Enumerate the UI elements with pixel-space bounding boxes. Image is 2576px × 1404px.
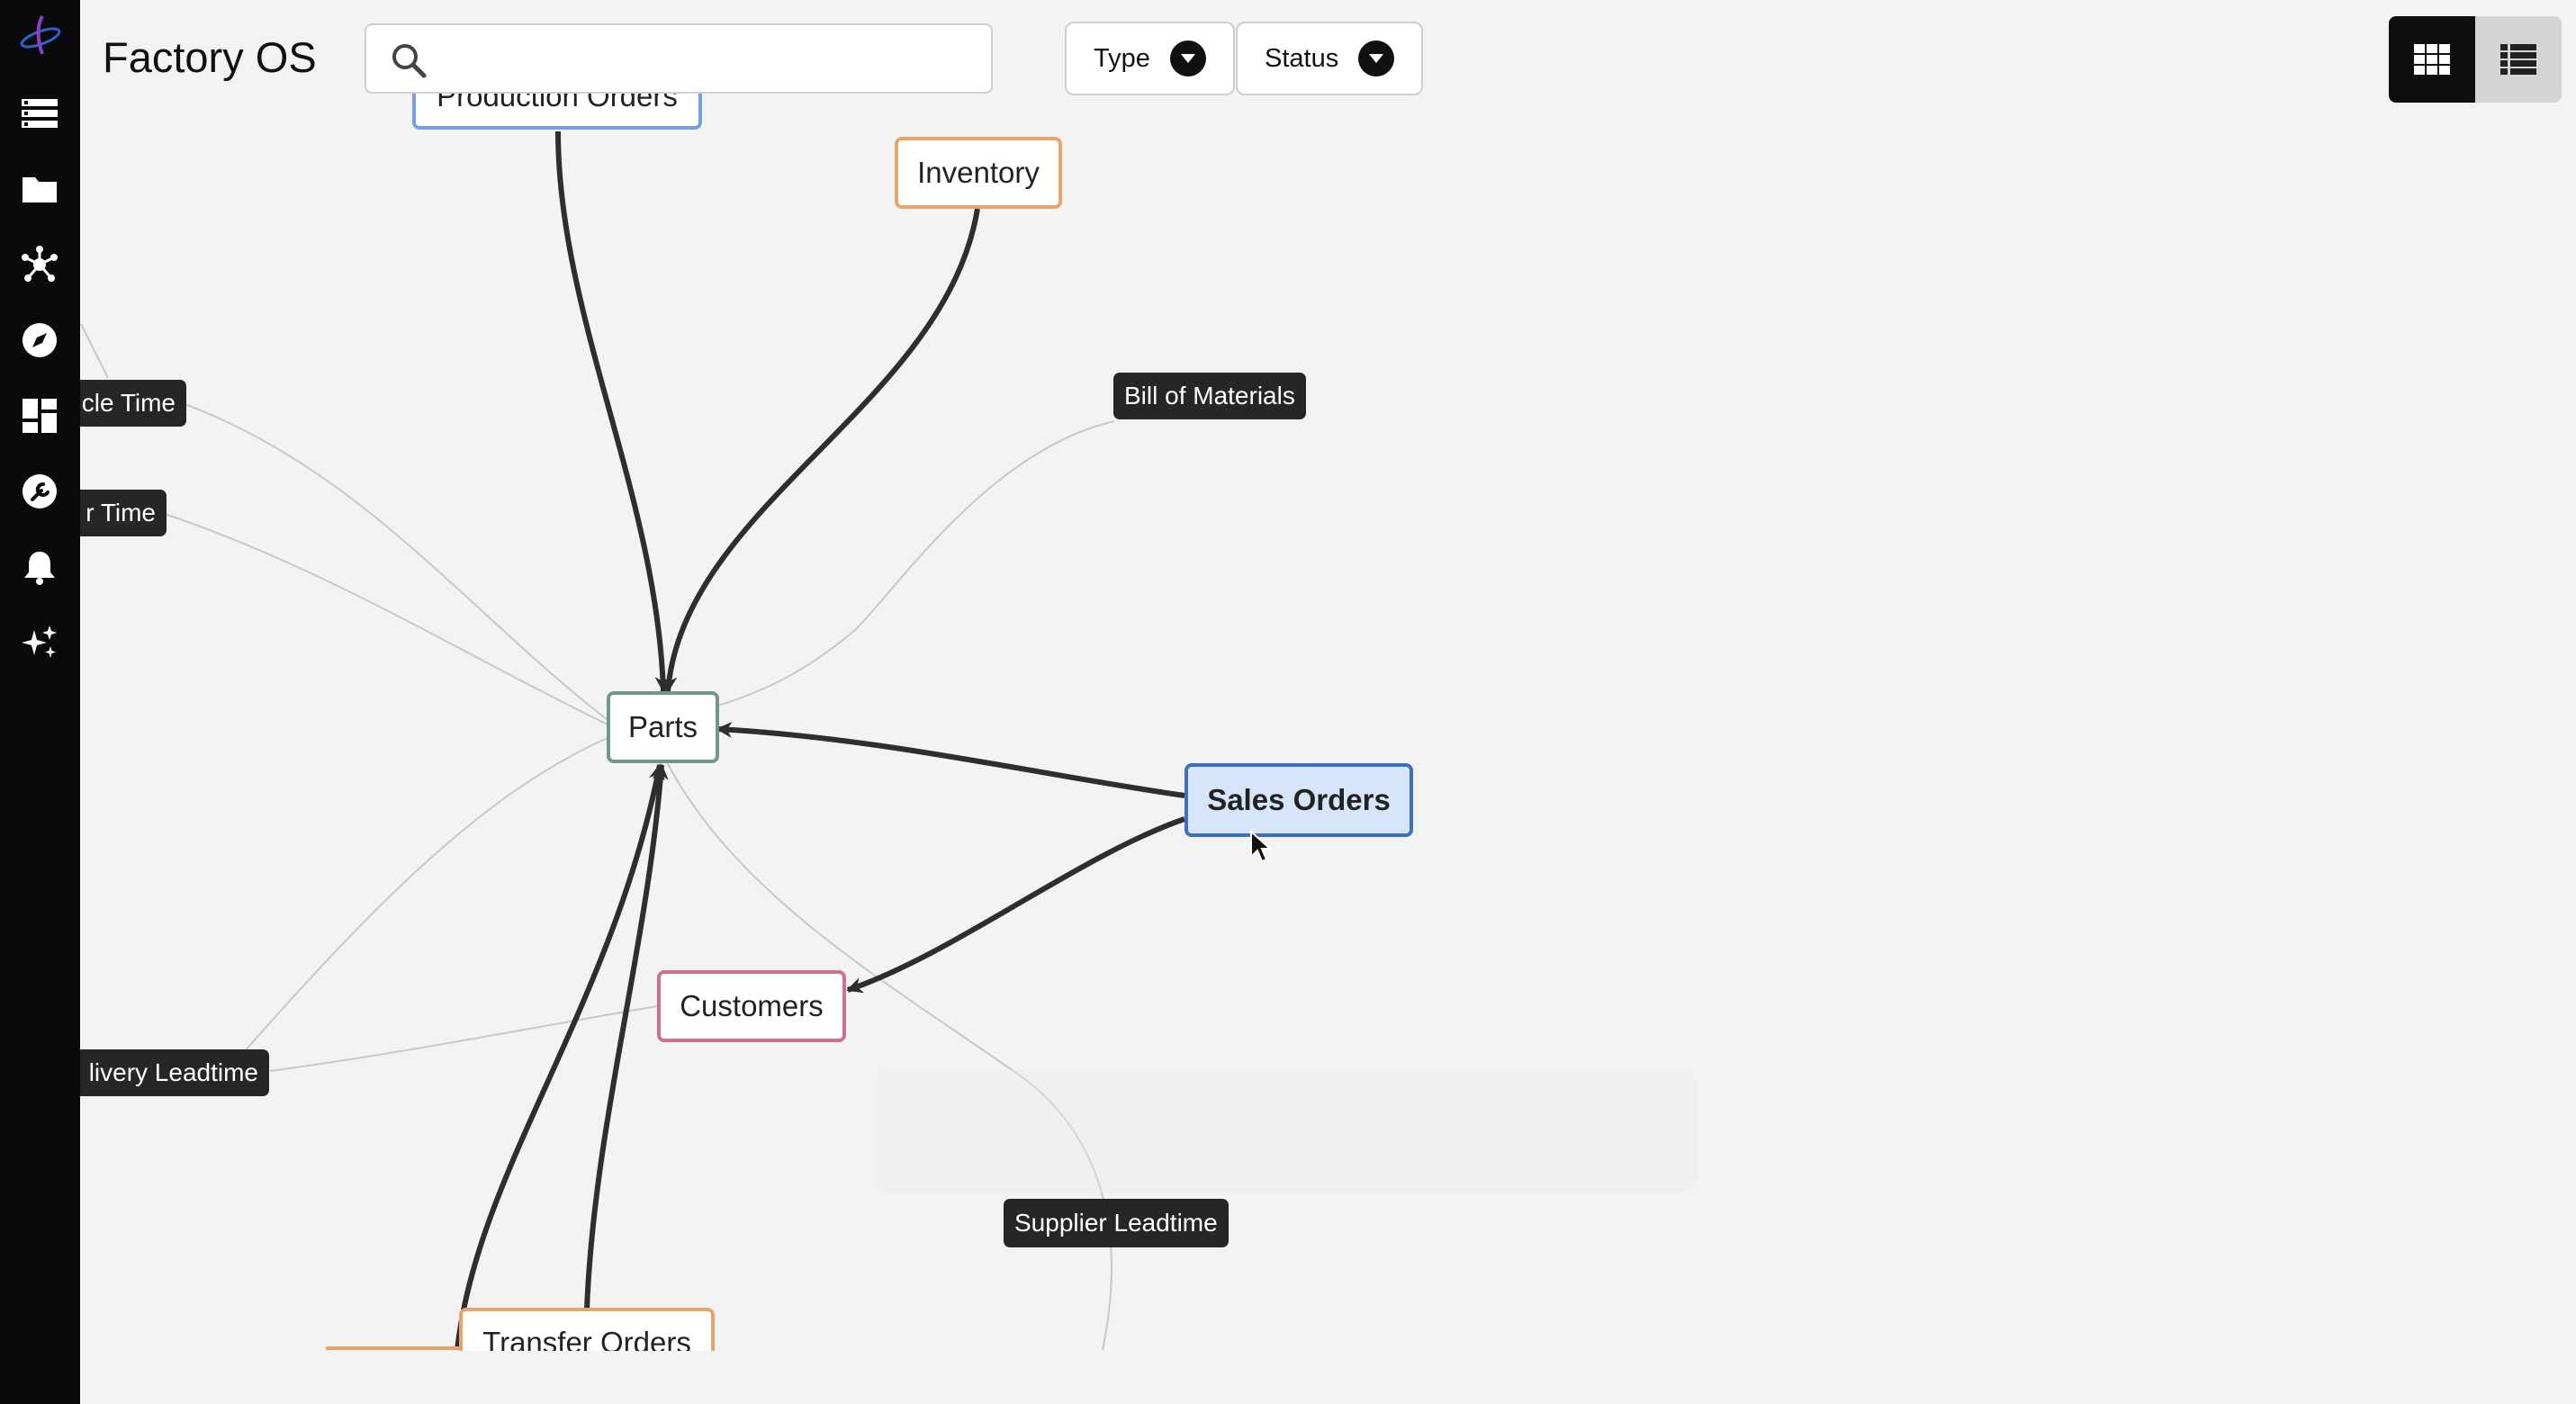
node-customers[interactable]: Customers	[657, 970, 846, 1042]
grid-icon	[2414, 44, 2450, 75]
folder-icon[interactable]	[13, 162, 67, 216]
tag-labor-time-label: r Time	[86, 499, 156, 526]
grid-view-button[interactable]	[2389, 16, 2475, 103]
mouse-cursor-icon	[1250, 830, 1273, 863]
tag-supplier-leadtime[interactable]: Supplier Leadtime	[1004, 1199, 1229, 1247]
search-box[interactable]	[365, 23, 993, 94]
node-sales-orders[interactable]: Sales Orders	[1184, 763, 1413, 837]
tag-delivery-leadtime-label: livery Leadtime	[88, 1058, 258, 1086]
chevron-down-icon	[1169, 40, 1206, 76]
tag-delivery-leadtime[interactable]: livery Leadtime	[80, 1049, 269, 1096]
bell-icon[interactable]	[13, 540, 67, 594]
node-sales-orders-label: Sales Orders	[1207, 783, 1391, 816]
graph-edges	[80, 130, 1185, 1350]
list-icon	[2500, 44, 2536, 75]
search-icon	[392, 44, 427, 78]
tag-labor-time[interactable]: r Time	[80, 490, 167, 536]
search-input[interactable]	[442, 32, 977, 86]
node-transfer-orders-label: Transfer Orders	[482, 1326, 691, 1351]
database-icon[interactable]	[13, 86, 67, 140]
view-toggle	[2389, 16, 2562, 103]
status-filter-button[interactable]: Status	[1236, 22, 1423, 95]
node-parts-label: Parts	[627, 710, 698, 743]
directed-edges	[455, 130, 1185, 1350]
node-parts[interactable]: Parts	[607, 691, 719, 763]
dashboard-icon[interactable]	[13, 389, 67, 443]
app-title: Factory OS	[103, 33, 317, 81]
tag-bill-of-materials[interactable]: Bill of Materials	[1113, 373, 1306, 419]
tag-bill-of-materials-label: Bill of Materials	[1124, 382, 1295, 410]
graph-canvas[interactable]	[80, 72, 2576, 1350]
tag-supplier-leadtime-label: Supplier Leadtime	[1014, 1209, 1218, 1237]
type-filter-label: Type	[1094, 43, 1150, 73]
type-filter-button[interactable]: Type	[1065, 22, 1235, 95]
tag-cycle-time-label: cle Time	[81, 389, 176, 417]
compass-icon[interactable]	[13, 313, 67, 367]
node-inventory-label: Inventory	[917, 156, 1040, 189]
tag-cycle-time[interactable]: cle Time	[80, 380, 186, 427]
network-graph-icon[interactable]	[13, 238, 67, 292]
list-view-button[interactable]	[2475, 16, 2562, 103]
status-filter-label: Status	[1265, 43, 1339, 73]
node-transfer-orders[interactable]: Transfer Orders	[459, 1308, 715, 1351]
sidebar	[0, 0, 80, 1404]
factory-os-logo-icon[interactable]	[18, 13, 63, 58]
node-customers-label: Customers	[680, 989, 824, 1022]
node-offscreen-edge	[326, 1346, 461, 1350]
sparkles-icon[interactable]	[13, 616, 67, 670]
chevron-down-icon	[1358, 40, 1395, 76]
node-inventory[interactable]: Inventory	[895, 137, 1062, 209]
wrench-icon[interactable]	[13, 464, 67, 518]
media-player-overlay	[875, 1069, 1698, 1193]
